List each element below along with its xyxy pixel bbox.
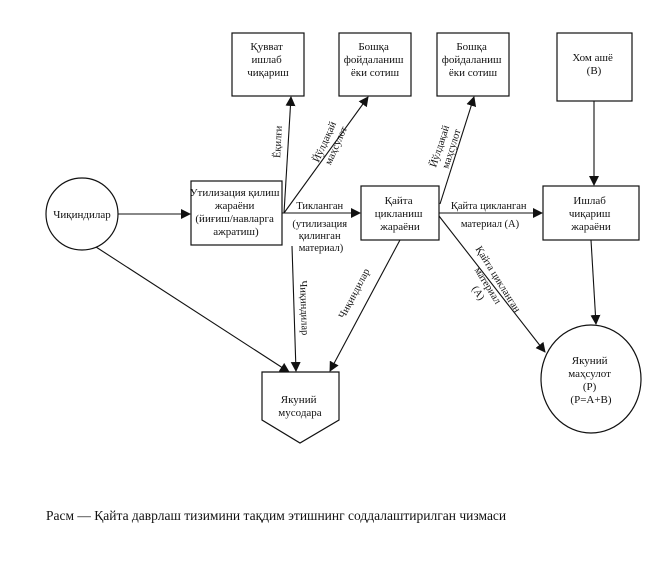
node-reuse-2-line: Бошқа [456,41,487,53]
edge-label-waste-diag: Чиқиндилар [337,267,372,321]
node-waste-line: Чиқиндилар [53,209,111,221]
svg-text:Қайта цикланиш жар: Қайта цикланиш жараёни [375,195,425,233]
edge-label-sorted-line: материал) [299,243,344,254]
node-recycling-line: цикланиш [375,208,423,220]
node-reuse-2: Бошқа фойдаланиш ёки сотиш [436,32,510,97]
svg-text:Қувват ишлаб чиқар: Қувват ишлаб чиқариш [247,41,289,79]
node-final-product: Якуний маҳсулот (Р) (Р=А+В) [540,324,642,434]
node-reuse-1-line: фойдаланиш [344,54,404,66]
node-recycling: Қайта цикланиш жараёни [360,185,440,241]
edge-label-burning-line: Ёқилғи [271,125,285,158]
edge-production-to-final-product [590,239,601,325]
node-power-line: ишлаб [251,54,282,66]
edge-recycling-to-final-product [438,215,546,353]
svg-text:Ишлаб чиқариш жара: Ишлаб чиқариш жараёни [569,195,613,233]
node-utilization-line: жараёни [214,200,255,212]
node-reuse-1-line: ёки сотиш [351,67,400,79]
node-utilization: Утилизация қилиш жараёни (йиғиш/навларга… [190,180,283,246]
node-production-line: жараёни [570,221,611,233]
edge-label-recycled-diag: Қайта цикланган материал (А) [452,245,523,330]
node-utilization-line: Утилизация қилиш [190,187,280,199]
edge-label-useful-2: Йўлдақай маҳсулот [427,121,464,172]
node-production: Ишлаб чиқариш жараёни [542,185,640,241]
edge-label-sorted-line: (утилизация [292,219,347,230]
edge-recycling-to-landfill [329,239,401,372]
node-final-product-line: Якуний [572,355,608,367]
edge-label-waste-diag-line: Чиқиндилар [337,267,372,321]
node-reuse-2-line: фойдаланиш [442,54,502,66]
node-final-landfill: Якуний мусодара [261,371,340,444]
edge-label-recycled-a-line: Қайта цикланган [451,201,527,212]
edge-label-sorted: Тикланган (утилизация қилинган материал) [292,201,349,254]
edge-utilization-to-landfill [290,245,301,372]
node-reuse-1-line: Бошқа [358,41,389,53]
node-waste: Чиқиндилар [45,177,119,251]
edge-waste-to-landfill [95,246,290,373]
edge-label-recycled-a: Қайта цикланган материал (А) [451,201,529,230]
edge-label-recycled-a-line: материал (А) [461,219,520,230]
node-final-landfill-line: мусодара [278,407,322,419]
edge-label-burning: Ёқилғи [271,125,285,158]
node-power: Қувват ишлаб чиқариш [231,32,305,97]
svg-text:Бошқа фойдаланиш ё: Бошқа фойдаланиш ёки сотиш [442,41,504,79]
node-recycling-line: Қайта [385,195,413,207]
svg-text:Хом ашё (В): Хом ашё (В) [572,52,615,77]
svg-text:Якуний мусодара: Якуний мусодара [278,394,322,419]
node-utilization-line: ажратиш) [213,226,259,238]
node-power-line: Қувват [250,41,283,53]
edge-label-waste-down: Чиқиндилар [297,280,310,335]
svg-text:Якуний маҳсулот (Р: Якуний маҳсулот (Р) (Р=А+В) [568,355,613,406]
edge-label-sorted-line: қилинган [299,231,341,242]
node-final-product-line: (Р=А+В) [570,394,611,406]
node-reuse-1: Бошқа фойдаланиш ёки сотиш [338,32,412,97]
figure-caption: Расм — Қайта даврлаш тизимини тақдим эти… [46,508,507,523]
svg-text:Утилизация қилиш жараёни: Утилизация қилиш жараёни (йиғиш/навларга… [190,187,283,238]
svg-text:Бошқа фойдаланиш ё: Бошқа фойдаланиш ёки сотиш [344,41,406,79]
node-recycling-line: жараёни [379,221,420,233]
node-raw-material-line: Хом ашё [572,52,613,64]
node-raw-material-line: (В) [587,65,602,77]
node-final-product-line: маҳсулот [568,368,611,380]
node-final-product-line: (Р) [583,381,597,393]
node-power-line: чиқариш [247,67,289,79]
node-final-landfill-line: Якуний [281,394,317,406]
edge-utilization-to-reuse-1 [283,96,369,214]
edge-utilization-to-power [283,96,296,214]
node-reuse-2-line: ёки сотиш [449,67,498,79]
node-production-line: Ишлаб [573,195,606,207]
svg-text:Чиқиндилар: Чиқиндилар [53,209,111,221]
node-raw-material: Хом ашё (В) [556,32,633,102]
edge-label-sorted-line: Тикланган [296,201,343,212]
edge-label-waste-down-line: Чиқиндилар [297,280,310,335]
edge-recycling-to-reuse-2 [439,96,477,205]
edge-label-useful-1: Йўлдақай маҳсулот [310,117,351,169]
node-production-line: чиқариш [569,208,611,220]
node-utilization-line: (йиғиш/навларга [195,213,274,225]
